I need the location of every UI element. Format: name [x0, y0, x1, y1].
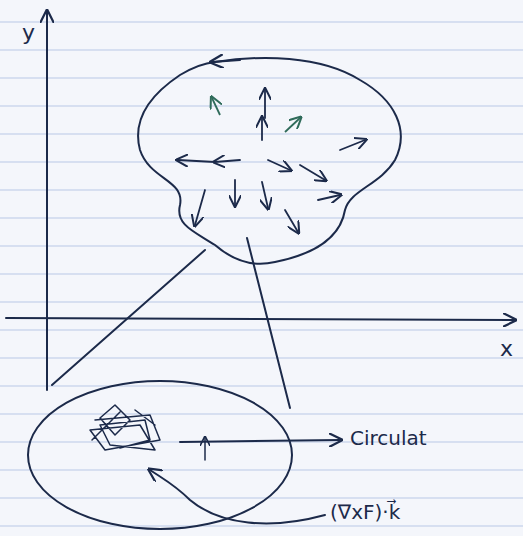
annotation: Circulat: [350, 428, 427, 448]
y-axis: [46, 12, 48, 390]
field-arrows-green: [212, 98, 300, 132]
annotation: (∇xF)·k⃗: [330, 502, 400, 522]
x-axis: [6, 318, 514, 320]
axis-label: x: [500, 338, 513, 360]
field-arrows: [178, 90, 365, 232]
zoom-line: [52, 250, 205, 385]
zoom-line: [247, 238, 290, 408]
axis-label: y: [22, 22, 35, 44]
region-outline: [138, 58, 401, 264]
curl-pointer: [150, 470, 325, 523]
circulation-arrow: [212, 60, 240, 62]
zoom-ellipse: [28, 381, 292, 529]
circulation-pointer: [180, 440, 340, 442]
swirl-scribble: [90, 405, 160, 450]
ruled-lines: [0, 22, 523, 526]
